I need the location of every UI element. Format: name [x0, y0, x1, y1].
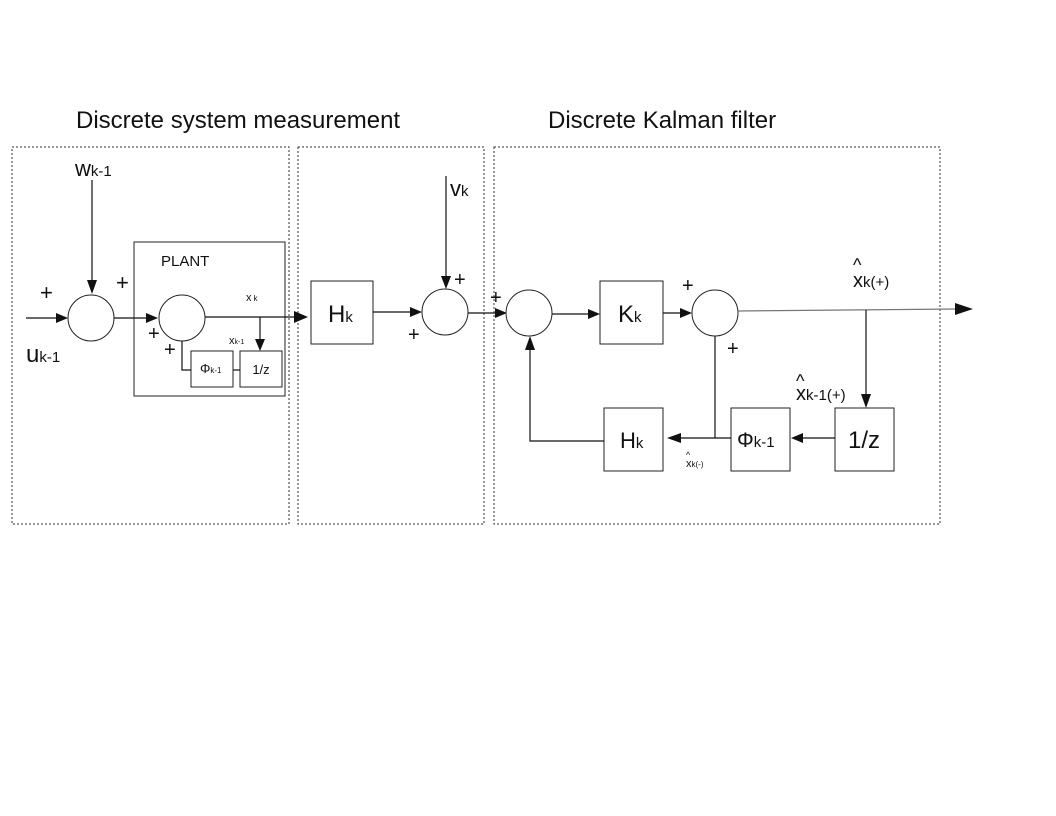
plant-output-arrow	[294, 311, 308, 323]
k-to-summer-arrow	[680, 308, 692, 318]
residual-to-k-arrow	[588, 309, 600, 319]
filter-update-summer	[691, 289, 739, 337]
title-system-measurement: Discrete system measurement	[76, 107, 400, 134]
u-arrow	[56, 313, 68, 323]
plant-phi-to-summer	[181, 341, 191, 371]
filter-phi-label: Φk-1	[737, 429, 775, 452]
u-label: uk-1	[26, 341, 60, 368]
filter-k-box	[599, 280, 664, 345]
plant-delay-label: 1/z	[252, 362, 269, 377]
plus-meas-top: +	[454, 269, 466, 291]
delay-to-phi-arrow	[791, 433, 803, 443]
filter-phi-box	[730, 407, 791, 472]
h-feedback-line	[529, 350, 604, 442]
h-to-summer-arrow	[410, 307, 422, 317]
filter-residual-summer	[505, 289, 553, 337]
v-arrow	[441, 276, 451, 289]
summer-input	[67, 294, 115, 342]
filter-output-line	[737, 308, 959, 312]
plus-update-top: +	[682, 275, 694, 297]
title-kalman-filter: Discrete Kalman filter	[548, 107, 776, 134]
w-arrow	[87, 280, 97, 294]
plant-delay-box	[239, 350, 283, 388]
measurement-h-box	[310, 280, 374, 345]
filter-delay-label: 1/z	[848, 427, 880, 454]
plus-filter-in: +	[490, 287, 502, 309]
output-to-delay-arrow	[861, 394, 871, 408]
plant-summer	[158, 294, 206, 342]
filter-delay-box	[834, 407, 895, 472]
xhat-out-label: xk(+)	[853, 270, 889, 292]
xhat-prior-label: xk(-)	[686, 458, 704, 470]
measurement-summer	[421, 288, 469, 336]
plant-in-arrow	[146, 313, 158, 323]
plus-meas-left: +	[408, 324, 420, 346]
section-system-box	[11, 146, 290, 525]
plus-plant-2: +	[164, 339, 176, 361]
plus-update-bottom: +	[727, 338, 739, 360]
filter-h-label: Hk	[620, 428, 644, 453]
filter-output-arrow	[955, 303, 973, 315]
xhat-prev-label: xk-1(+)	[796, 383, 846, 405]
w-label: wk-1	[74, 156, 112, 181]
plus-plant-1: +	[148, 323, 160, 345]
plus-w: +	[116, 270, 129, 295]
xhat-out-hat: ^	[853, 255, 862, 275]
xhat-prior-hat: ^	[686, 450, 691, 460]
phi-to-h-arrow	[667, 433, 681, 443]
filter-h-box	[603, 407, 664, 472]
filter-k-label: Kk	[618, 301, 642, 328]
xhat-prev-hat: ^	[796, 371, 805, 391]
plant-label: PLANT	[161, 253, 209, 270]
plant-phi-box	[190, 350, 234, 388]
h-feedback-arrow	[525, 336, 535, 350]
plant-delay-arrow	[255, 339, 265, 351]
plant-xk1-label: xk-1	[229, 335, 244, 347]
v-label: vk	[450, 176, 469, 201]
measurement-h-label: Hk	[328, 301, 353, 328]
section-filter-box	[493, 146, 941, 525]
plant-box	[133, 241, 286, 397]
plant-phi-label: Φk-1	[200, 361, 222, 376]
section-measurement-box	[297, 146, 485, 525]
plus-u: +	[40, 280, 53, 305]
z-arrow	[495, 308, 507, 318]
